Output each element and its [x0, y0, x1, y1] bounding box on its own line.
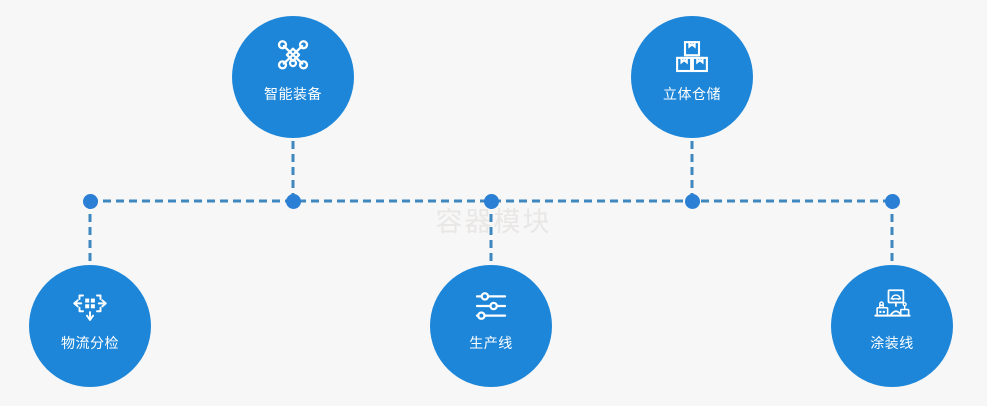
node-label-smart-equipment: 智能装备	[264, 86, 322, 102]
node-dot-production-line[interactable]	[483, 193, 499, 209]
node-label-painting-line: 涂装线	[870, 335, 914, 351]
sorting-distribution-icon	[69, 285, 111, 327]
node-dot-logistics-sorting[interactable]	[82, 193, 98, 209]
node-label-logistics-sorting: 物流分检	[61, 335, 119, 351]
node-circle-smart-equipment[interactable]: 智能装备	[232, 16, 354, 138]
node-dot-stereoscopic-warehouse[interactable]	[684, 193, 700, 209]
node-circle-stereoscopic-warehouse[interactable]: 立体仓储	[631, 16, 753, 138]
node-circle-painting-line[interactable]: 涂装线	[831, 265, 953, 387]
network-nodes-icon	[272, 36, 314, 78]
paint-line-machine-icon	[871, 285, 913, 327]
node-circle-production-line[interactable]: 生产线	[430, 265, 552, 387]
node-label-stereoscopic-warehouse: 立体仓储	[663, 86, 721, 102]
sliders-icon	[470, 285, 512, 327]
stacked-boxes-icon	[671, 36, 713, 78]
node-dot-painting-line[interactable]	[884, 193, 900, 209]
node-circle-logistics-sorting[interactable]: 物流分检	[29, 265, 151, 387]
node-label-production-line: 生产线	[469, 335, 513, 351]
node-dot-smart-equipment[interactable]	[285, 193, 301, 209]
